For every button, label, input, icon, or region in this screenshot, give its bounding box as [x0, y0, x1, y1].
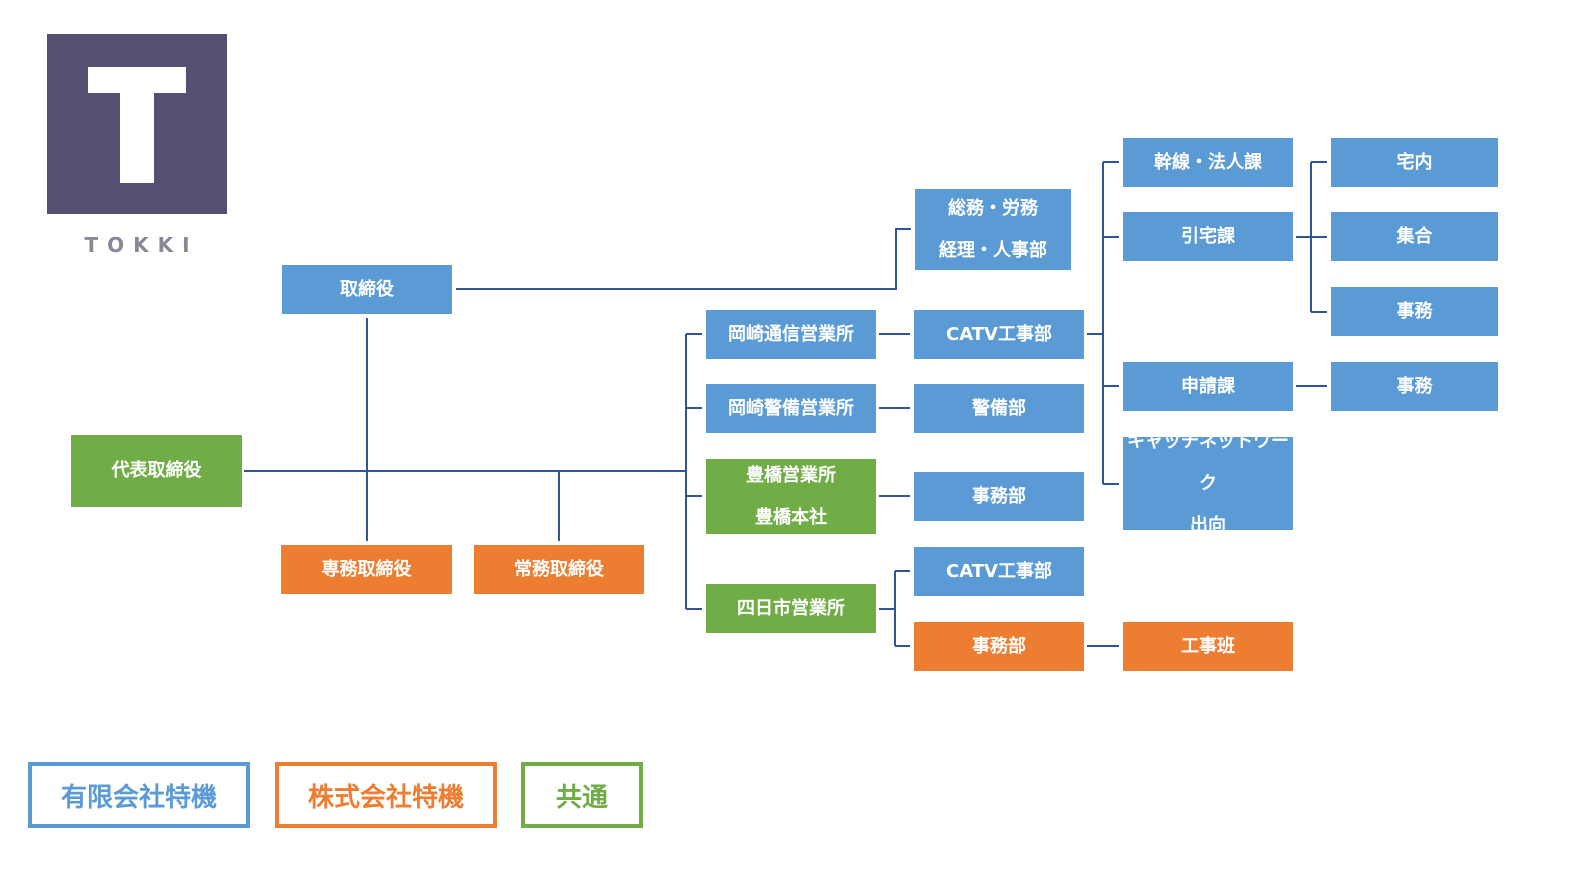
node-toyohashi: 豊橋営業所 豊橋本社 — [706, 459, 876, 534]
node-label: 集合 — [1396, 225, 1433, 247]
node-label: 代表取締役 — [111, 460, 202, 481]
node-label: 専務取締役 — [321, 558, 412, 580]
node-label: 事務 — [1396, 375, 1433, 397]
node-kojihan: 工事班 — [1123, 622, 1293, 671]
node-label-line1: 総務・労務 — [948, 197, 1038, 219]
node-label: CATV工事部 — [946, 560, 1052, 582]
node-okazaki-keibi: 岡崎警備営業所 — [706, 384, 876, 433]
node-label: 常務取締役 — [514, 558, 604, 580]
node-shinsei: 申請課 — [1123, 362, 1293, 411]
node-label-line2: 経理・人事部 — [939, 239, 1047, 261]
node-label: 警備部 — [972, 397, 1026, 419]
node-jimu-shinsei: 事務 — [1331, 362, 1498, 411]
node-catv-yokkaichi: CATV工事部 — [914, 547, 1084, 596]
node-label: CATV工事部 — [946, 323, 1052, 345]
node-label: 工事班 — [1181, 635, 1235, 657]
node-hikitaku: 引宅課 — [1123, 212, 1293, 261]
node-jimu-toyohashi: 事務部 — [914, 472, 1084, 521]
node-jimu-hikitaku: 事務 — [1331, 287, 1498, 336]
node-somu: 総務・労務 経理・人事部 — [915, 189, 1071, 270]
node-daihyo: 代表取締役 — [71, 435, 242, 507]
logo-text: TOKKI — [84, 233, 199, 257]
node-label: 幹線・法人課 — [1154, 151, 1262, 173]
node-okazaki-tsushin: 岡崎通信営業所 — [706, 310, 876, 359]
legend-label: 有限会社特機 — [60, 782, 217, 813]
node-label-line2: 豊橋本社 — [755, 506, 827, 528]
node-shugo: 集合 — [1331, 212, 1498, 261]
legend-kyotsu: 共通 — [521, 762, 643, 828]
node-label: 申請課 — [1181, 375, 1235, 397]
node-senmu: 専務取締役 — [281, 545, 452, 594]
legend-label: 共通 — [555, 782, 608, 813]
node-label: 引宅課 — [1181, 225, 1235, 247]
company-logo — [47, 34, 227, 214]
node-label: 四日市営業所 — [737, 597, 845, 619]
node-label: 宅内 — [1396, 151, 1433, 173]
node-label: 岡崎通信営業所 — [728, 323, 854, 345]
legend-yugen: 有限会社特機 — [28, 762, 250, 828]
node-yokkaichi: 四日市営業所 — [706, 584, 876, 633]
node-label: 取締役 — [340, 278, 394, 300]
node-label: 事務部 — [972, 635, 1026, 657]
node-label: 岡崎警備営業所 — [728, 397, 854, 419]
legend-kabushiki: 株式会社特機 — [275, 762, 497, 828]
logo-t-stem — [120, 67, 154, 183]
node-takunai: 宅内 — [1331, 138, 1498, 187]
legend-label: 株式会社特機 — [307, 782, 464, 813]
node-label-line1: キャッチネットワーク — [1127, 430, 1289, 494]
node-keibi-bu: 警備部 — [914, 384, 1084, 433]
node-catv-okazaki: CATV工事部 — [914, 310, 1084, 359]
node-kansen: 幹線・法人課 — [1123, 138, 1293, 187]
node-label: 事務部 — [972, 485, 1026, 507]
node-torishimariyaku: 取締役 — [282, 265, 452, 314]
node-jomu: 常務取締役 — [474, 545, 644, 594]
node-label: 事務 — [1396, 300, 1433, 322]
node-catch-network: キャッチネットワーク 出向 — [1123, 431, 1293, 536]
node-jimu-yokkaichi: 事務部 — [914, 622, 1084, 671]
node-label-line2: 出向 — [1190, 514, 1226, 536]
node-label-line1: 豊橋営業所 — [746, 464, 836, 486]
